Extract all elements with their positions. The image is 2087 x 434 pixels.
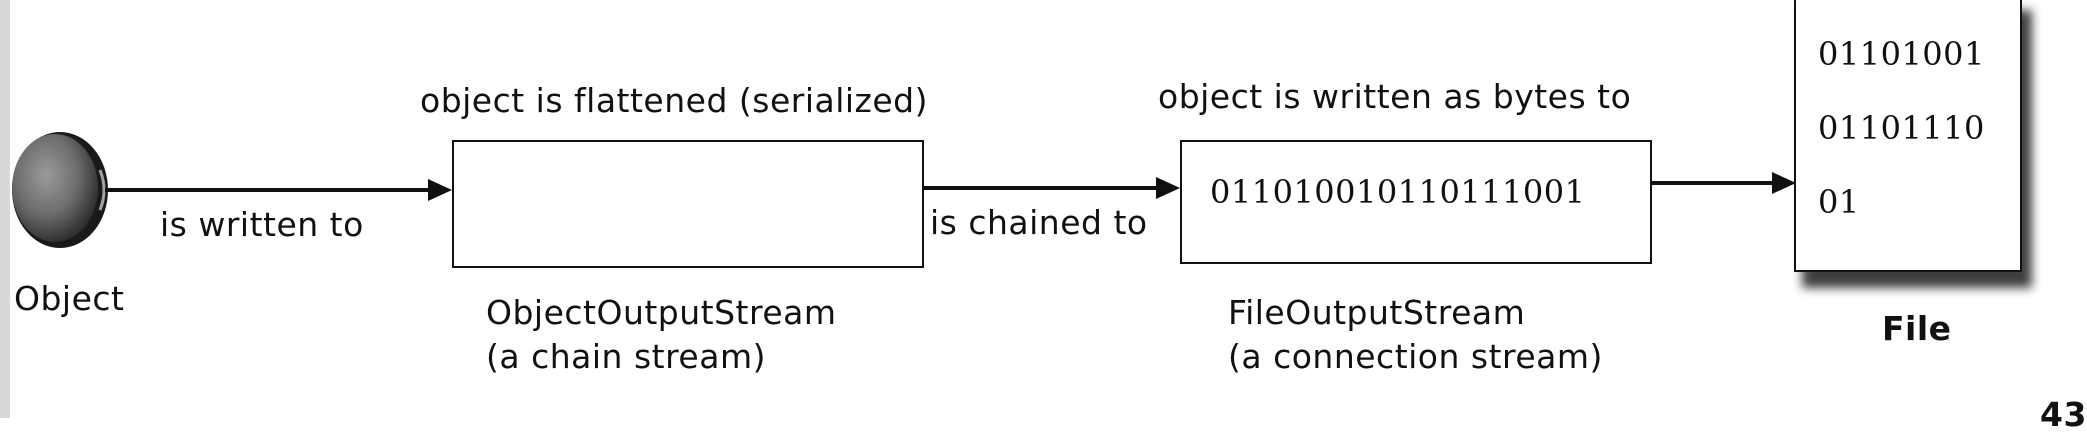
fos-kind: (a connection stream) [1228,337,1603,376]
arrow-fos-to-file [1652,172,1796,194]
file-box [1794,0,2022,272]
oos-kind: (a chain stream) [486,337,766,376]
file-line-1: 01101001 [1818,35,1985,73]
arrow-object-to-oos [105,179,452,201]
page-number: 43 [2040,395,2087,434]
object-sphere-icon [12,132,108,248]
fos-bytes: 011010010110111001 [1210,173,1586,211]
object-output-stream-box [452,140,924,268]
object-label: Object [14,279,125,318]
file-output-stream-box [1180,140,1652,264]
file-line-2: 01101110 [1818,109,1985,147]
file-label: File [1882,309,1952,348]
file-line-3: 01 [1818,183,1860,221]
arrow-oos-to-fos [924,177,1180,199]
page-edge [0,0,10,418]
fos-caption: object is written as bytes to [1158,77,1632,116]
edge-label-chained-to: is chained to [930,203,1148,242]
oos-caption: object is flattened (serialized) [420,81,928,120]
oos-name: ObjectOutputStream [486,293,837,332]
fos-name: FileOutputStream [1228,293,1526,332]
edge-label-written-to: is written to [160,205,364,244]
